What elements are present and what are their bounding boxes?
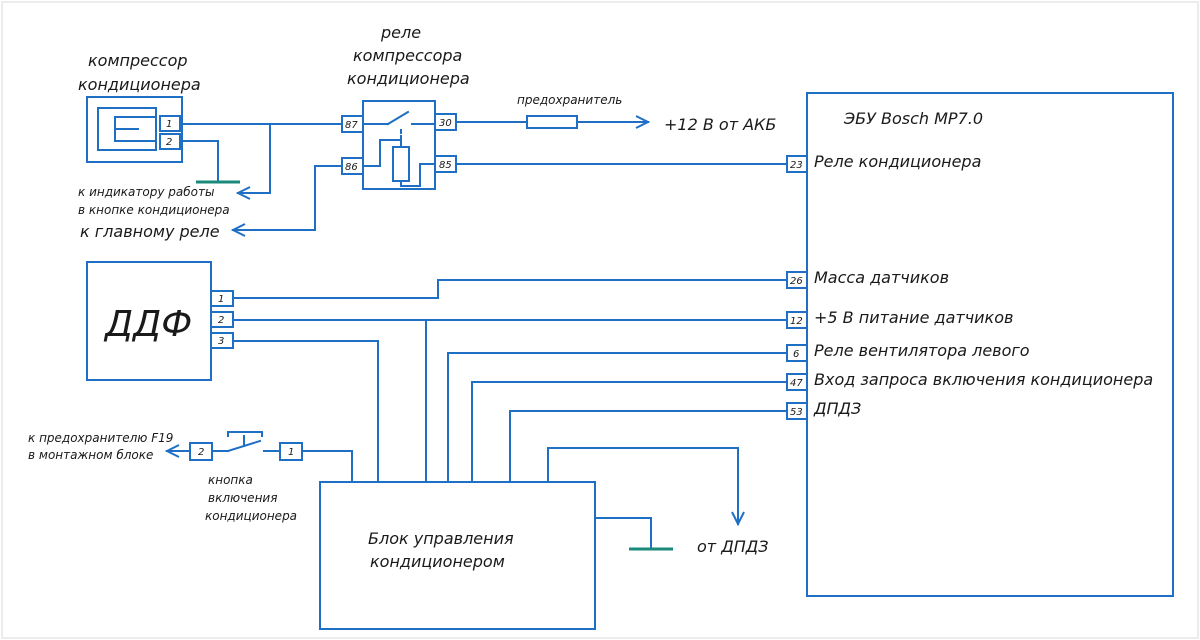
fuse-label: предохранитель <box>517 93 622 107</box>
compressor-relay: 87 86 30 85 <box>341 100 457 190</box>
ddf-pin-1: 1 <box>218 294 224 305</box>
ecu-pin-26: 26 <box>790 276 803 287</box>
ac-control-unit-label-line1: Блок управления <box>368 529 514 548</box>
fuse-f19-label-line2: в монтажном блоке <box>28 448 153 462</box>
indicator-label-line1: к индикатору работы <box>78 185 214 199</box>
ac-button-label-line3: кондиционера <box>205 509 297 523</box>
ecu-pin-12: 12 <box>790 316 803 327</box>
compressor-label-line2: кондиционера <box>78 75 201 94</box>
ddf-label: ДДФ <box>103 304 192 345</box>
tps-from-label: от ДПДЗ <box>697 537 768 556</box>
compressor-label-line1: компрессор <box>88 51 188 70</box>
ecu-pin-6-label: Реле вентилятора левого <box>814 341 1030 360</box>
compressor-pin-2: 2 <box>166 137 172 148</box>
ecu-pin-6: 6 <box>793 349 799 360</box>
ac-button-label-line1: кнопка <box>208 473 253 487</box>
ac-control-unit-label-line2: кондиционером <box>370 552 505 571</box>
ddf-pin-3: 3 <box>218 336 224 347</box>
compressor: 1 2 <box>86 96 183 163</box>
indicator-label-line2: в кнопке кондиционера <box>78 203 230 217</box>
ac-button-pin-2: 2 <box>198 447 204 458</box>
battery-label: +12 В от АКБ <box>664 115 776 134</box>
main-relay-label: к главному реле <box>80 222 220 241</box>
ecu-pin-12-label: +5 В питание датчиков <box>814 308 1013 327</box>
relay-pin-85: 85 <box>439 160 452 171</box>
ddf-pin-2: 2 <box>218 315 224 326</box>
ac-control-unit <box>319 481 596 630</box>
relay-pin-30: 30 <box>439 118 452 129</box>
relay-pin-86: 86 <box>345 162 358 173</box>
ecu-pin-26-label: Масса датчиков <box>814 268 949 287</box>
relay-label-line3: кондиционера <box>347 69 470 88</box>
fuse-symbol <box>526 115 578 129</box>
relay-pin-87: 87 <box>345 120 358 131</box>
ecu-pin-23: 23 <box>790 160 803 171</box>
fuse-f19-label-line1: к предохранителю F19 <box>28 431 173 445</box>
relay-label-line2: компрессора <box>353 46 462 65</box>
ecu-pin-53: 53 <box>790 407 803 418</box>
ecu-pin-47: 47 <box>790 378 803 389</box>
ac-button: 2 1 <box>189 431 303 461</box>
ac-button-pin-1: 1 <box>288 447 294 458</box>
ac-button-label-line2: включения <box>208 491 277 505</box>
compressor-pin-1: 1 <box>166 119 172 130</box>
ecu-title: ЭБУ Bosch MP7.0 <box>843 109 983 128</box>
ecu-pin-23-label: Реле кондиционера <box>814 152 981 171</box>
ecu-pin-47-label: Вход запроса включения кондиционера <box>814 370 1153 389</box>
relay-label-line1: реле <box>380 23 421 42</box>
ecu-pin-53-label: ДПДЗ <box>813 399 861 418</box>
